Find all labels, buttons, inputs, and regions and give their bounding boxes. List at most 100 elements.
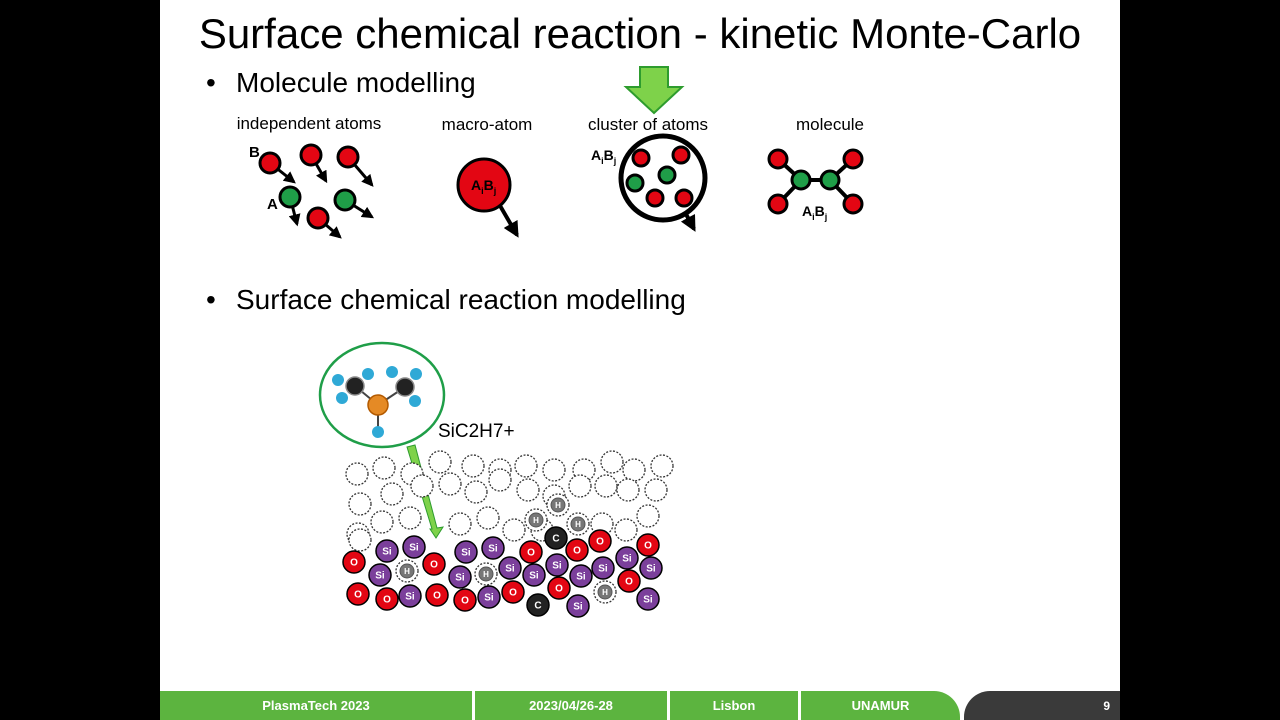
silicon-atom (477, 585, 501, 609)
hydrogen-label: H (533, 516, 539, 525)
hydrogen-label: H (483, 570, 489, 579)
silicon-label: Si (375, 571, 385, 582)
oxygen-atom (547, 576, 571, 600)
oxygen-label: O (596, 537, 604, 548)
vacant-site (380, 482, 404, 506)
silicon-atom (569, 564, 593, 588)
hydrogen-atom (550, 497, 566, 513)
vacant-site (410, 474, 434, 498)
atom-red-4 (306, 206, 342, 239)
vacant-site (614, 518, 638, 542)
bullet-text: Molecule modelling (236, 67, 476, 98)
silicon-atom (375, 539, 399, 563)
vacant-site (464, 480, 488, 504)
silicon-label: Si (576, 572, 586, 583)
vacant-site (568, 474, 592, 498)
vacant-site (516, 478, 540, 502)
oxygen-atom (342, 550, 366, 574)
slide: Surface chemical reaction - kinetic Mont… (160, 0, 1120, 720)
label-independent-atoms: independent atoms (236, 114, 382, 133)
carbon-atom (526, 593, 550, 617)
hydrogen-atom (570, 516, 586, 532)
atom-red-3 (336, 145, 374, 187)
hydrogen-label: H (602, 588, 608, 597)
silicon-label: Si (455, 573, 465, 584)
vacant-site (542, 458, 566, 482)
vacant-site (650, 454, 674, 478)
species-label: SiC2H7+ (438, 421, 515, 442)
oxygen-label: O (625, 577, 633, 588)
bullet-surface-reaction: •Surface chemical reaction modelling (206, 284, 686, 316)
slide-title: Surface chemical reaction - kinetic Mont… (198, 10, 1082, 57)
footer-city: Lisbon (670, 691, 798, 720)
vacant-site (428, 450, 452, 474)
silicon-label: Si (573, 602, 583, 613)
hydrogen-label: H (404, 567, 410, 576)
silicon-atom (566, 594, 590, 618)
footer-dates: 2023/04/26-28 (475, 691, 667, 720)
diagram-canvas: B A AiBj AiBj (249, 66, 864, 618)
hydrogen-label: H (575, 520, 581, 529)
silicon-atom (639, 556, 663, 580)
vacant-site (616, 478, 640, 502)
down-arrow-icon (623, 66, 685, 115)
vacant-site (514, 454, 538, 478)
silicon-atom (402, 535, 426, 559)
label-cluster-of-atoms: cluster of atoms (588, 115, 708, 134)
vacant-site (600, 450, 624, 474)
cluster-of-atoms-diagram: AiBj (591, 133, 708, 232)
silicon-atom (522, 563, 546, 587)
silicon-label: Si (409, 543, 419, 554)
silicon-atom (591, 556, 615, 580)
silicon-label: Si (646, 564, 656, 575)
oxygen-label: O (555, 584, 563, 595)
silicon-atom (454, 540, 478, 564)
oxygen-atom (453, 588, 477, 612)
oxygen-atom (565, 538, 589, 562)
vacant-site (622, 458, 646, 482)
oxygen-label: O (433, 591, 441, 602)
independent-atoms-diagram: B A (249, 143, 375, 239)
vacant-site (348, 492, 372, 516)
vacant-site (502, 518, 526, 542)
oxygen-atom (519, 540, 543, 564)
vacant-site (448, 512, 472, 536)
vacant-site (636, 504, 660, 528)
vacant-site (644, 478, 668, 502)
vacant-site (370, 510, 394, 534)
vacant-site (345, 462, 369, 486)
vacant-site (476, 506, 500, 530)
bullet-molecule-modelling: •Molecule modelling (206, 67, 476, 99)
hydrogen-atom (597, 584, 613, 600)
vacant-site (488, 468, 512, 492)
silicon-label: Si (382, 547, 392, 558)
silicon-atom (636, 587, 660, 611)
carbon-label: C (552, 534, 559, 545)
oxygen-label: O (509, 588, 517, 599)
hydrogen-atom (399, 563, 415, 579)
vacant-site (590, 512, 614, 536)
oxygen-label: O (383, 595, 391, 606)
vacant-site (348, 528, 372, 552)
oxygen-label: O (644, 541, 652, 552)
silicon-atom (448, 565, 472, 589)
silicon-label: Si (484, 593, 494, 604)
silicon-label: Si (643, 595, 653, 606)
silicon-atom (615, 546, 639, 570)
oxygen-atom (501, 580, 525, 604)
silicon-atom (368, 563, 392, 587)
silicon-atom (498, 556, 522, 580)
oxygen-atom (422, 552, 446, 576)
bullet-text: Surface chemical reaction modelling (236, 284, 686, 315)
oxygen-label: O (430, 560, 438, 571)
molecule-formula: AiBj (802, 203, 827, 222)
silicon-atom (545, 553, 569, 577)
oxygen-label: O (350, 558, 358, 569)
silicon-label: Si (529, 571, 539, 582)
carbon-label: C (534, 601, 541, 612)
sic2h7-molecule-bubble (318, 341, 446, 449)
oxygen-label: O (461, 596, 469, 607)
cluster-formula: AiBj (591, 147, 616, 166)
oxygen-atom (346, 582, 370, 606)
silicon-label: Si (622, 554, 632, 565)
